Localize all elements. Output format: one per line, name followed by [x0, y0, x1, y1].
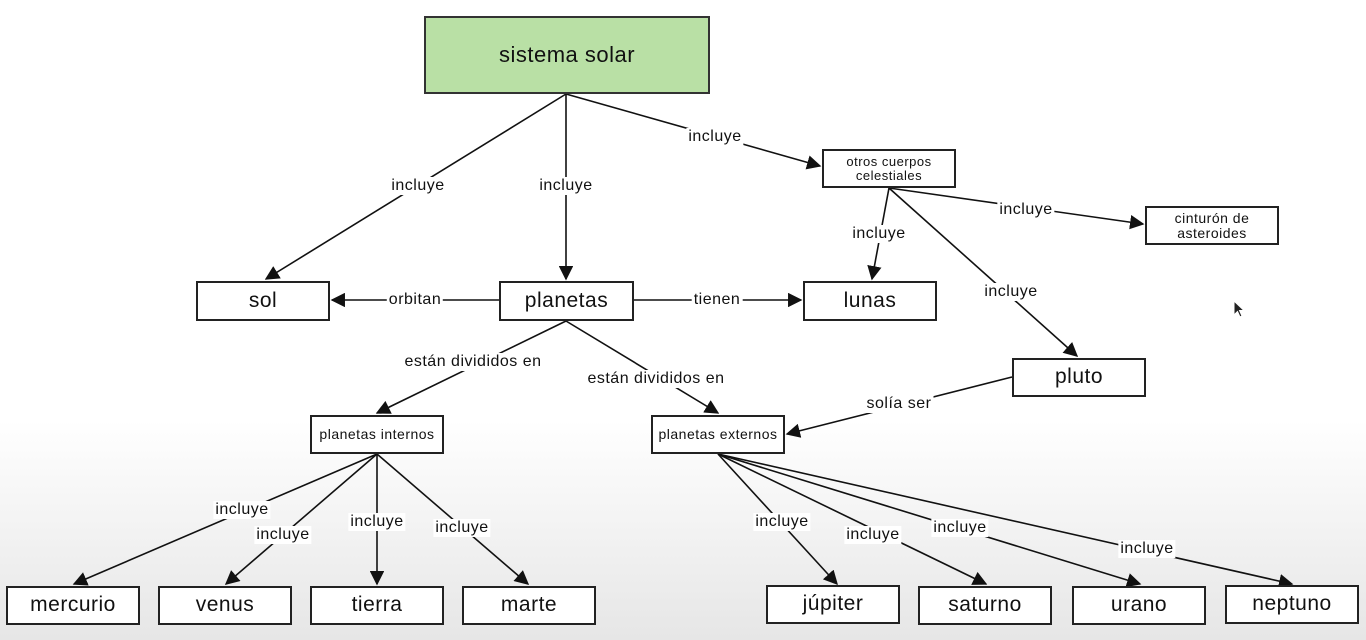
node-planetas[interactable]: planetas — [499, 281, 634, 321]
mouse-cursor-icon — [1233, 300, 1245, 318]
link-label-planetas-externos: están divididos en — [585, 370, 727, 388]
node-sistema-solar[interactable]: sistema solar — [424, 16, 710, 94]
connector-internos-venus — [224, 453, 378, 585]
node-jupiter[interactable]: júpiter — [766, 585, 900, 624]
link-label-planetas-lunas: tienen — [691, 291, 743, 309]
node-mercurio[interactable]: mercurio — [6, 586, 140, 625]
link-label-internos-marte: incluye — [433, 519, 491, 537]
connector-externos-neptuno — [717, 453, 1294, 589]
node-otros-cuerpos-celestiales[interactable]: otros cuerpos celestiales — [822, 149, 956, 188]
connector-otros-pluto — [888, 187, 1079, 357]
link-label-externos-jupiter: incluye — [753, 513, 811, 531]
node-marte[interactable]: marte — [462, 586, 596, 625]
link-label-otros-cinturon: incluye — [997, 201, 1055, 219]
link-label-planetas-internos: están divididos en — [402, 353, 544, 371]
connector-internos-mercurio — [72, 453, 378, 586]
node-saturno[interactable]: saturno — [918, 586, 1052, 625]
node-planetas-externos[interactable]: planetas externos — [651, 415, 785, 454]
node-tierra[interactable]: tierra — [310, 586, 444, 625]
connector-externos-urano — [717, 453, 1142, 588]
node-planetas-internos[interactable]: planetas internos — [310, 415, 444, 454]
link-label-planetas-sol: orbitan — [386, 291, 444, 309]
node-lunas[interactable]: lunas — [803, 281, 937, 321]
connector-externos-saturno — [717, 453, 988, 585]
link-label-externos-neptuno: incluye — [1118, 540, 1176, 558]
link-label-ss-planetas: incluye — [537, 177, 595, 195]
node-neptuno[interactable]: neptuno — [1225, 585, 1359, 624]
node-urano[interactable]: urano — [1072, 586, 1206, 625]
node-cinturon-de-asteroides[interactable]: cinturón de asteroides — [1145, 206, 1279, 245]
node-venus[interactable]: venus — [158, 586, 292, 625]
link-label-externos-urano: incluye — [931, 519, 989, 537]
link-label-ss-otros: incluye — [686, 128, 744, 146]
link-label-otros-pluto: incluye — [982, 283, 1040, 301]
node-sol[interactable]: sol — [196, 281, 330, 321]
link-label-internos-venus: incluye — [254, 526, 312, 544]
link-label-otros-lunas: incluye — [850, 225, 908, 243]
node-pluto[interactable]: pluto — [1012, 358, 1146, 397]
link-label-pluto-externos: solía ser — [864, 395, 934, 413]
link-label-externos-saturno: incluye — [844, 526, 902, 544]
link-label-ss-sol: incluye — [389, 177, 447, 195]
connector-planetas-externos — [565, 320, 720, 414]
link-label-internos-mercurio: incluye — [213, 501, 271, 519]
link-label-internos-tierra: incluye — [348, 513, 406, 531]
